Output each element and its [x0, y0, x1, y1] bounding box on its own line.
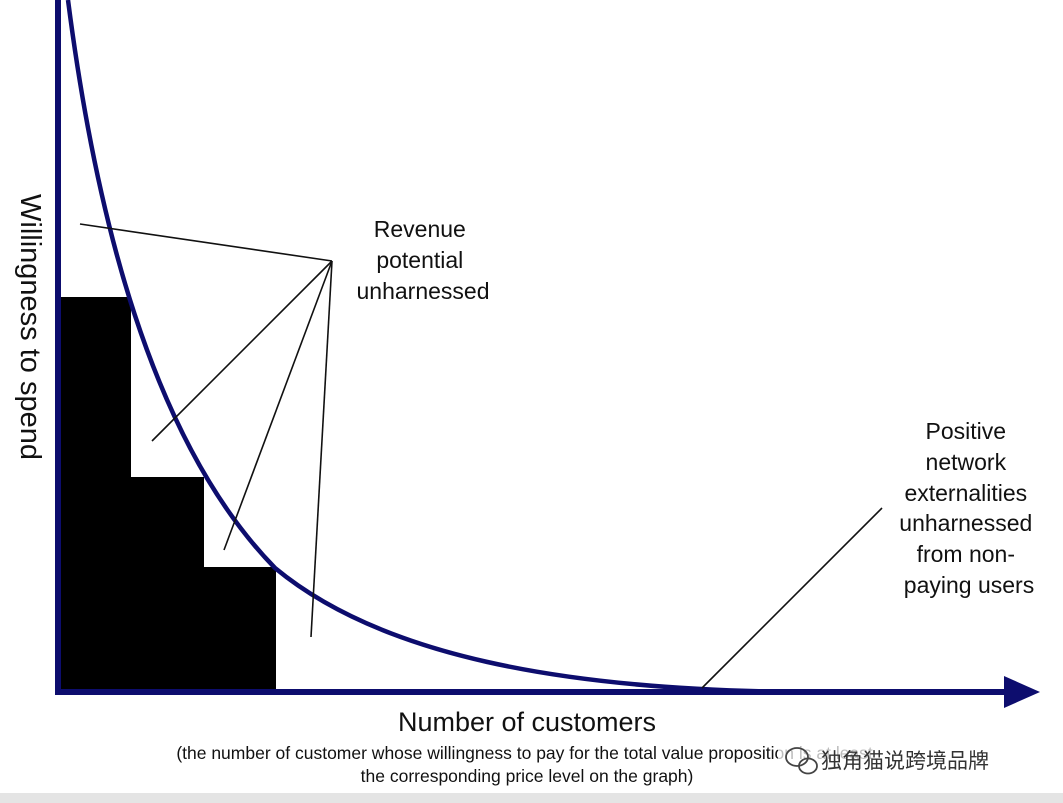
network-annotation-line: Positive	[926, 418, 1007, 444]
y-axis-label: Willingness to spend	[14, 194, 46, 460]
network-annotation-line: externalities	[904, 480, 1027, 506]
subcaption-line: the corresponding price level on the gra…	[361, 766, 694, 786]
revenue-annotation: Revenue potential unharnessed	[357, 216, 490, 304]
revenue-annotation-line: unharnessed	[357, 278, 490, 304]
axes	[55, 0, 1040, 708]
network-leader-line	[701, 507, 883, 689]
revenue-leader-lines	[79, 223, 333, 638]
subcaption-line: (the number of customer whose willingnes…	[176, 743, 873, 763]
network-annotation-line: from non-	[917, 541, 1015, 567]
x-axis-subcaption: (the number of customer whose willingnes…	[176, 743, 877, 786]
price-step-3	[204, 567, 276, 692]
network-annotation-line: paying users	[904, 572, 1034, 598]
network-annotation: Positive network externalities unharness…	[899, 418, 1038, 598]
x-axis-label: Number of customers	[398, 707, 656, 737]
network-annotation-line: unharnessed	[899, 510, 1032, 536]
watermark-backdrop	[778, 742, 1036, 778]
leader-line-2	[151, 260, 333, 442]
x-axis-arrowhead	[1004, 676, 1040, 708]
leader-line-4	[310, 260, 333, 638]
bottom-strip	[0, 793, 1063, 803]
revenue-annotation-line: Revenue	[374, 216, 466, 242]
revenue-steps	[58, 297, 276, 692]
network-annotation-line: network	[926, 449, 1007, 475]
watermark-text: 独角猫说跨境品牌	[821, 750, 989, 773]
wechat-logo-icon	[785, 747, 818, 775]
watermark: 独角猫说跨境品牌	[778, 742, 1036, 778]
demand-curve	[65, 0, 801, 695]
price-step-2	[131, 477, 204, 692]
leader-line-3	[223, 260, 333, 551]
revenue-annotation-line: potential	[376, 247, 463, 273]
price-step-1	[58, 297, 131, 692]
leader-line-1	[79, 223, 333, 262]
